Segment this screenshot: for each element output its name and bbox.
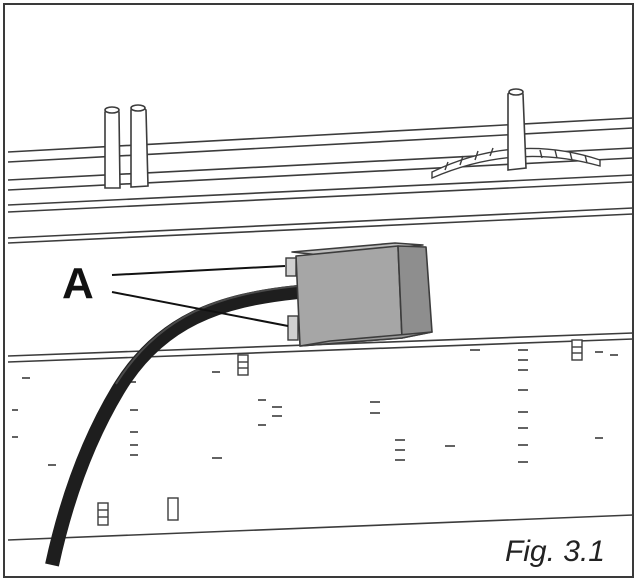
connector-lower [287, 315, 299, 341]
panel-slot-2 [571, 339, 583, 361]
junction-box-front [295, 245, 403, 347]
panel-slot-4 [167, 497, 179, 521]
panel-slot-3 [97, 502, 109, 526]
rail-grate [431, 147, 601, 180]
figure-caption: Fig. 3.1 [504, 535, 605, 568]
rail-post-left-1 [104, 106, 121, 189]
power-cable [45, 285, 299, 567]
junction-box-side [397, 245, 433, 339]
panel-slot-1 [237, 354, 249, 376]
callout-leaders [111, 265, 289, 327]
junction-box-bottom [299, 331, 433, 347]
rail-post-left-2 [130, 104, 149, 188]
junction-box [291, 242, 433, 347]
callout-label-a: A [62, 259, 94, 308]
connector-upper [285, 257, 297, 277]
power-cable-highlight [115, 285, 299, 385]
rail-post-right [507, 88, 527, 171]
